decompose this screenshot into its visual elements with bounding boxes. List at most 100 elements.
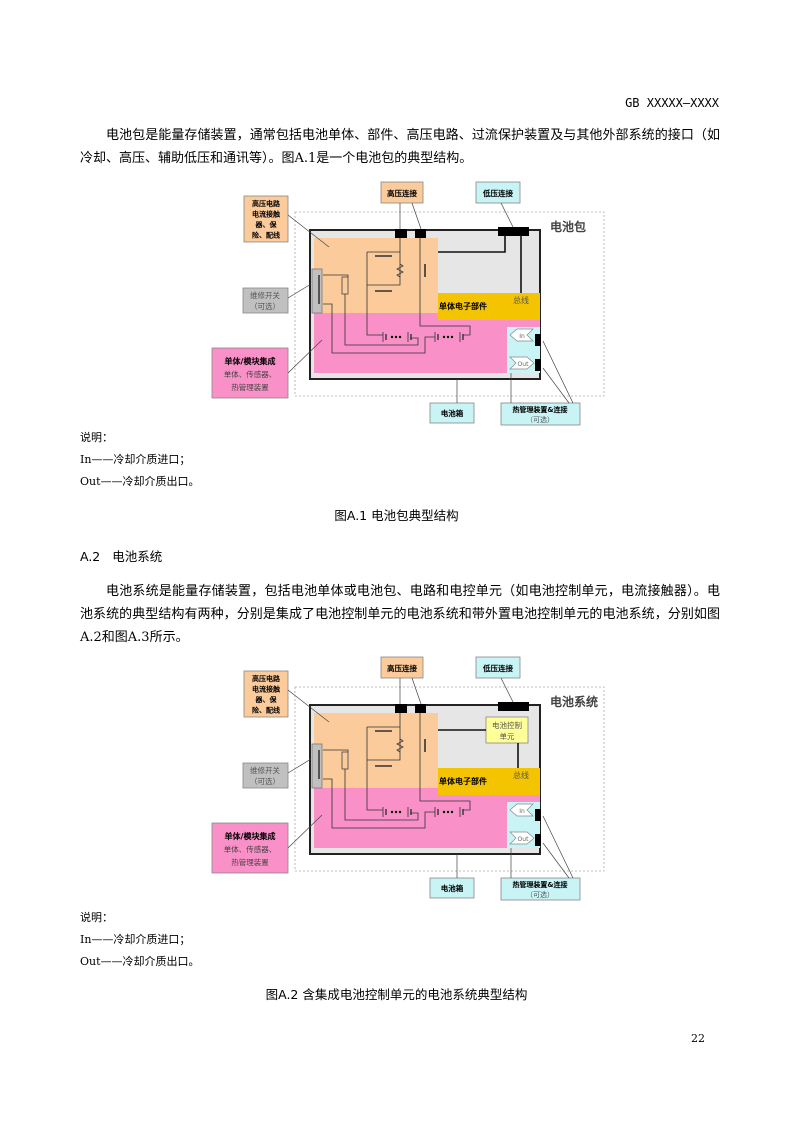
callout-line [411, 677, 422, 705]
hv-circuit-region [314, 238, 438, 313]
callout-line [500, 202, 514, 228]
callout-line [287, 689, 330, 723]
figure-a1-caption: 图A.1 电池包典型结构 [334, 508, 459, 523]
lv-connection-label: 低压连接 [482, 188, 513, 198]
cell-dot [398, 335, 402, 339]
thermal-label: 热管理装置&连接 [512, 880, 567, 889]
hv-circuit-label: 器、保 [255, 220, 278, 229]
note-heading: 说明： [80, 911, 113, 924]
cell-dot [446, 335, 450, 339]
figure-a1-diagram: 电池包单体电子部件总线InOut高压连接低压连接高压电路电流接触器、保险、配线维… [211, 181, 605, 426]
bus-label: 总线 [513, 295, 529, 305]
cell-module-label: 热管理装置 [231, 857, 269, 867]
coolant-in-arrow [509, 328, 534, 342]
callout-line [287, 214, 330, 248]
hv-circuit-label: 险、配线 [252, 231, 280, 240]
system-boundary [294, 211, 605, 397]
wire [323, 778, 435, 829]
wire [419, 713, 471, 811]
figure-title-label: 电池系统 [550, 694, 598, 709]
section-heading: A.2 电池系统 [80, 546, 162, 565]
callout-line [287, 758, 312, 774]
wire [323, 749, 349, 752]
callout-line [287, 339, 323, 374]
housing-callout [429, 877, 475, 899]
figure-a2-diagram: 电池系统单体电子部件总线电池控制单元InOut高压连接低压连接高压电路电流接触器… [211, 656, 605, 901]
figure-a1-notes: 说明： In——冷却介质进口； Out——冷却介质出口。 [80, 427, 200, 493]
cell-dot [446, 810, 450, 814]
wire [419, 238, 471, 336]
service-switch-callout [242, 287, 289, 314]
cell-module-region [314, 788, 540, 848]
service-switch-label: （可选） [250, 776, 280, 786]
cell-electronics-region [438, 768, 540, 795]
thermal-label: （可选） [526, 415, 554, 424]
wire [367, 238, 401, 286]
wire [323, 303, 435, 354]
hv-circuit-label: 电流接触 [252, 685, 280, 694]
hv-circuit-callout [243, 670, 289, 718]
callout-line [287, 283, 312, 299]
service-switch-callout [242, 762, 289, 789]
callout-line [542, 340, 574, 404]
lv-connection-callout [475, 656, 521, 679]
cell-dot [442, 335, 446, 339]
coolant-connector [535, 359, 541, 371]
cell-electronics-region [438, 293, 540, 320]
hv-connector [415, 704, 426, 713]
resistor [396, 738, 404, 753]
hv-connector [415, 229, 426, 238]
thermal-label: （可选） [526, 890, 554, 899]
callout-line [542, 815, 574, 879]
hv-connection-label: 高压连接 [387, 663, 417, 673]
wire [366, 727, 383, 811]
hv-connection-callout [380, 656, 424, 679]
cell-dot [450, 810, 454, 814]
hv-circuit-label: 电流接触 [252, 210, 280, 219]
figure-a2-caption: 图A.2 含集成电池控制单元的电池系统典型结构 [265, 987, 528, 1002]
service-switch-label: 维修开关 [250, 290, 280, 300]
hv-connector [395, 704, 407, 713]
cell-module-region [314, 313, 540, 373]
service-switch-label: 维修开关 [250, 765, 280, 775]
coolant-out-arrow [509, 356, 535, 370]
bcu-label: 电池控制 [492, 720, 522, 730]
cell-dot [450, 335, 454, 339]
cell-dot [442, 810, 446, 814]
coolant-in-arrow [509, 803, 534, 817]
thermal-callout [500, 877, 581, 901]
cell-module-callout [211, 347, 289, 399]
bus-label: 总线 [513, 770, 529, 780]
wire [344, 769, 419, 821]
figure-a2-notes: 说明： In——冷却介质进口； Out——冷却介质出口。 [80, 907, 200, 973]
housing-callout [429, 402, 475, 424]
coolant-out-label: Out [518, 836, 530, 843]
callout-line [542, 367, 570, 404]
callout-line [287, 814, 323, 849]
cell-dot [398, 810, 402, 814]
hv-circuit-callout [243, 195, 289, 243]
coolant-out-arrow [509, 831, 535, 845]
note-out: Out——冷却介质出口。 [80, 955, 200, 968]
wire [366, 252, 383, 336]
bcu-box [485, 716, 529, 744]
lv-connector [498, 702, 529, 711]
intro-paragraph: 电池包是能量存储装置，通常包括电池单体、部件、高压电路、过流保护装置及与其他外部… [80, 128, 720, 166]
housing-label: 电池箱 [441, 883, 464, 893]
wire [344, 294, 419, 346]
coolant-out-label: Out [518, 361, 530, 368]
section-title: 电池系统 [112, 549, 163, 564]
cell-electronics-label: 单体电子部件 [439, 776, 487, 786]
cell-module-label: 单体、传感器、 [224, 369, 277, 379]
cell-module-label: 热管理装置 [231, 382, 269, 392]
callout-line [411, 202, 422, 230]
lv-connection-label: 低压连接 [482, 663, 513, 673]
hv-circuit-label: 器、保 [255, 695, 278, 704]
wire [323, 274, 349, 277]
cell-module-label: 单体、传感器、 [224, 844, 277, 854]
system-boundary [294, 686, 605, 872]
resistor [396, 263, 404, 278]
hv-connector [395, 229, 407, 238]
coolant-connector [535, 834, 541, 846]
